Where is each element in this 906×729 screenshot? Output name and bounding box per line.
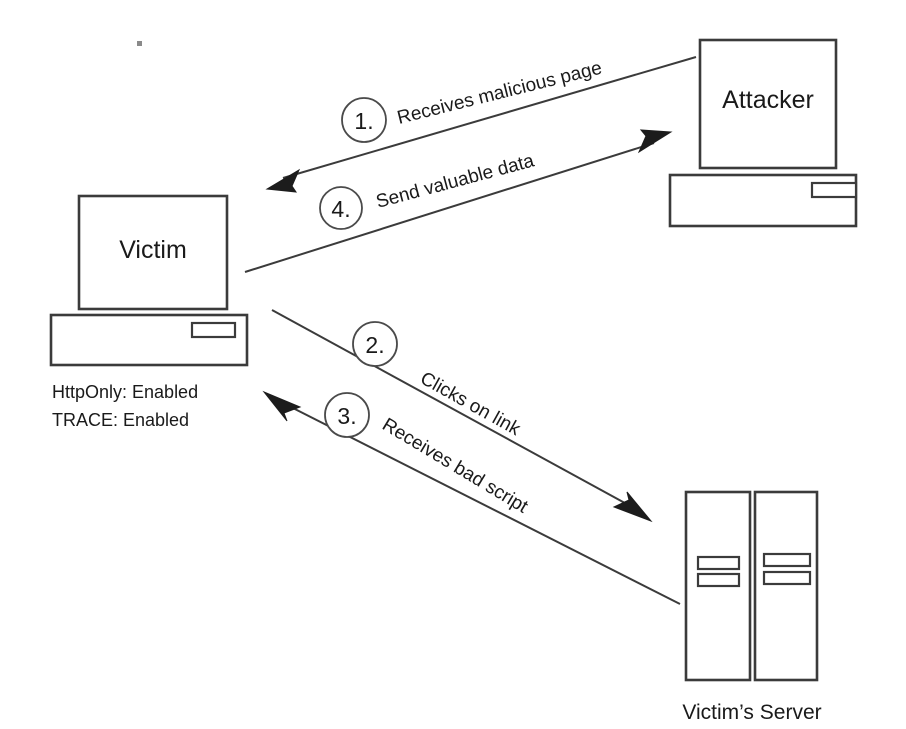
flow-3-number: 3.: [337, 403, 356, 429]
flow-1-badge-circle: [341, 97, 387, 143]
server-label: Victim’s Server: [682, 701, 821, 724]
flow-4-number: 4.: [331, 196, 350, 222]
victim-note-httponly: HttpOnly: Enabled: [52, 382, 198, 402]
flow-4-arrowhead-icon: [637, 129, 673, 154]
flow-4-arrow: [244, 129, 673, 273]
speck-artifact: [137, 41, 142, 46]
flow-4-label: Send valuable data: [374, 150, 537, 213]
flow-3-badge: 3.: [324, 392, 370, 438]
flow-2-badge-circle: [352, 321, 398, 367]
flow-4-badge-circle: [319, 186, 363, 230]
flow-1-number: 1.: [354, 108, 373, 134]
victim-server: Victim’s Server: [682, 490, 822, 724]
victim-note-trace: TRACE: Enabled: [52, 410, 189, 430]
victim-monitor-icon: [77, 194, 229, 311]
victim-computer: Victim: [49, 194, 249, 367]
attacker-drive-slot-icon: [810, 181, 858, 199]
flow-2-arrowhead-icon: [612, 491, 653, 523]
flow-2-label: Clicks on link: [417, 368, 525, 440]
flow-4-line: [244, 142, 655, 273]
flow-1-line: [282, 56, 697, 179]
server-left-slot-top-icon: [696, 555, 741, 571]
flow-2-arrow: [271, 309, 653, 523]
flow-1-arrowhead-icon: [265, 168, 301, 193]
victim-drive-slot-icon: [190, 321, 237, 339]
attacker-monitor-icon: [698, 38, 838, 170]
flow-2-number: 2.: [365, 332, 384, 358]
flow-3-badge-circle: [324, 392, 370, 438]
attacker-computer: Attacker: [668, 38, 858, 228]
flow-2-badge: 2.: [352, 321, 398, 367]
flow-1-arrow: [265, 56, 697, 193]
server-rack-right-icon: [753, 490, 819, 682]
server-right-slot-top-icon: [762, 552, 812, 568]
flow-3-arrowhead-icon: [262, 390, 302, 422]
victim-label: Victim: [119, 236, 187, 264]
attacker-label: Attacker: [722, 86, 814, 114]
flow-1-badge: 1.: [341, 97, 387, 143]
server-right-slot-bottom-icon: [762, 570, 812, 586]
server-left-slot-bottom-icon: [696, 572, 741, 588]
flow-4-badge: 4.: [319, 186, 363, 230]
flow-2-line: [271, 309, 635, 509]
